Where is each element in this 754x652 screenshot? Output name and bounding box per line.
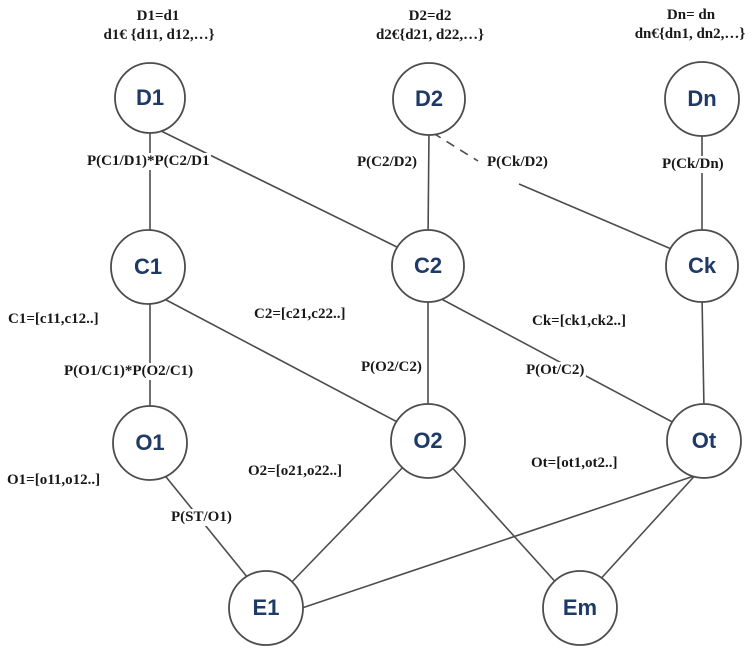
node-o2-circle bbox=[390, 403, 466, 479]
node-d2-circle bbox=[392, 62, 466, 136]
node-c2-circle bbox=[391, 229, 465, 303]
node-e1-label: E1 bbox=[252, 595, 280, 620]
node-c1-circle bbox=[110, 229, 186, 305]
node-c2-label: C2 bbox=[413, 253, 443, 278]
node-em-label: Em bbox=[562, 595, 598, 620]
node-ot-label: Ot bbox=[691, 428, 717, 453]
label-p-c2d2: P(C2/D2) bbox=[355, 154, 419, 171]
node-o2-label: O2 bbox=[413, 428, 443, 453]
label-o1-domain: O1=[o11,o12..] bbox=[5, 472, 103, 489]
node-e1-circle bbox=[228, 570, 304, 646]
label-d1-equation: D1=d1 bbox=[134, 8, 182, 25]
edge-o2-em bbox=[447, 462, 561, 588]
node-d2-label: D2 bbox=[414, 86, 444, 111]
node-d1-label: D1 bbox=[135, 85, 165, 110]
label-d2-domain: d2€{d21, d22,…} bbox=[373, 27, 487, 44]
edge-ot-e1 bbox=[295, 471, 707, 611]
label-d2-equation: D2=d2 bbox=[406, 8, 454, 25]
edge-ot-em bbox=[595, 469, 701, 585]
label-c1-domain: C1=[c11,c12..] bbox=[6, 311, 101, 328]
node-o1-label: O1 bbox=[135, 430, 165, 455]
edge-d2-ck-dashed-segment bbox=[432, 132, 479, 162]
label-p-sto1: P(ST/O1) bbox=[169, 509, 234, 526]
label-p-o1c1: P(O1/C1)*P(O2/C1) bbox=[62, 363, 196, 380]
label-ot-domain: Ot=[ot1,ot2..] bbox=[529, 455, 620, 472]
label-dn-equation: Dn= dn bbox=[664, 7, 718, 24]
edge-c1-o2 bbox=[152, 292, 404, 426]
edge-d2-ck bbox=[518, 183, 677, 252]
edge-c2-ot bbox=[431, 293, 679, 426]
label-o2-domain: O2=[o21,o22..] bbox=[246, 463, 344, 480]
label-p-ckdn: P(Ck/Dn) bbox=[660, 156, 726, 173]
label-p-o2c2: P(O2/C2) bbox=[359, 359, 424, 376]
edge-o2-e1 bbox=[286, 462, 408, 588]
node-d1-circle bbox=[114, 62, 186, 134]
node-em-circle bbox=[542, 570, 618, 646]
label-d1-domain: d1€ {d11, d12,…} bbox=[101, 27, 217, 44]
edge-d1-c2 bbox=[152, 126, 404, 251]
node-ot-circle bbox=[666, 403, 742, 479]
node-ck-circle bbox=[665, 229, 739, 303]
label-c2-domain: C2=[c21,c22..] bbox=[252, 306, 348, 323]
node-c1-label: C1 bbox=[133, 254, 163, 279]
node-o1-circle bbox=[112, 405, 188, 481]
node-dn-circle bbox=[664, 61, 740, 137]
edge-ck-ot bbox=[701, 295, 705, 411]
label-p-c1d1: P(C1/D1)*P(C2/D1 bbox=[85, 153, 212, 170]
edge-d2-c2 bbox=[427, 129, 430, 241]
label-ck-domain: Ck=[ck1,ck2..] bbox=[530, 313, 628, 330]
label-dn-domain: dn€{dn1, dn2,…} bbox=[632, 26, 748, 43]
label-p-ckd2: P(Ck/D2) bbox=[485, 154, 550, 171]
node-ck-label: Ck bbox=[687, 253, 717, 278]
node-dn-label: Dn bbox=[687, 86, 717, 111]
label-p-otc2: P(Ot/C2) bbox=[524, 362, 587, 379]
